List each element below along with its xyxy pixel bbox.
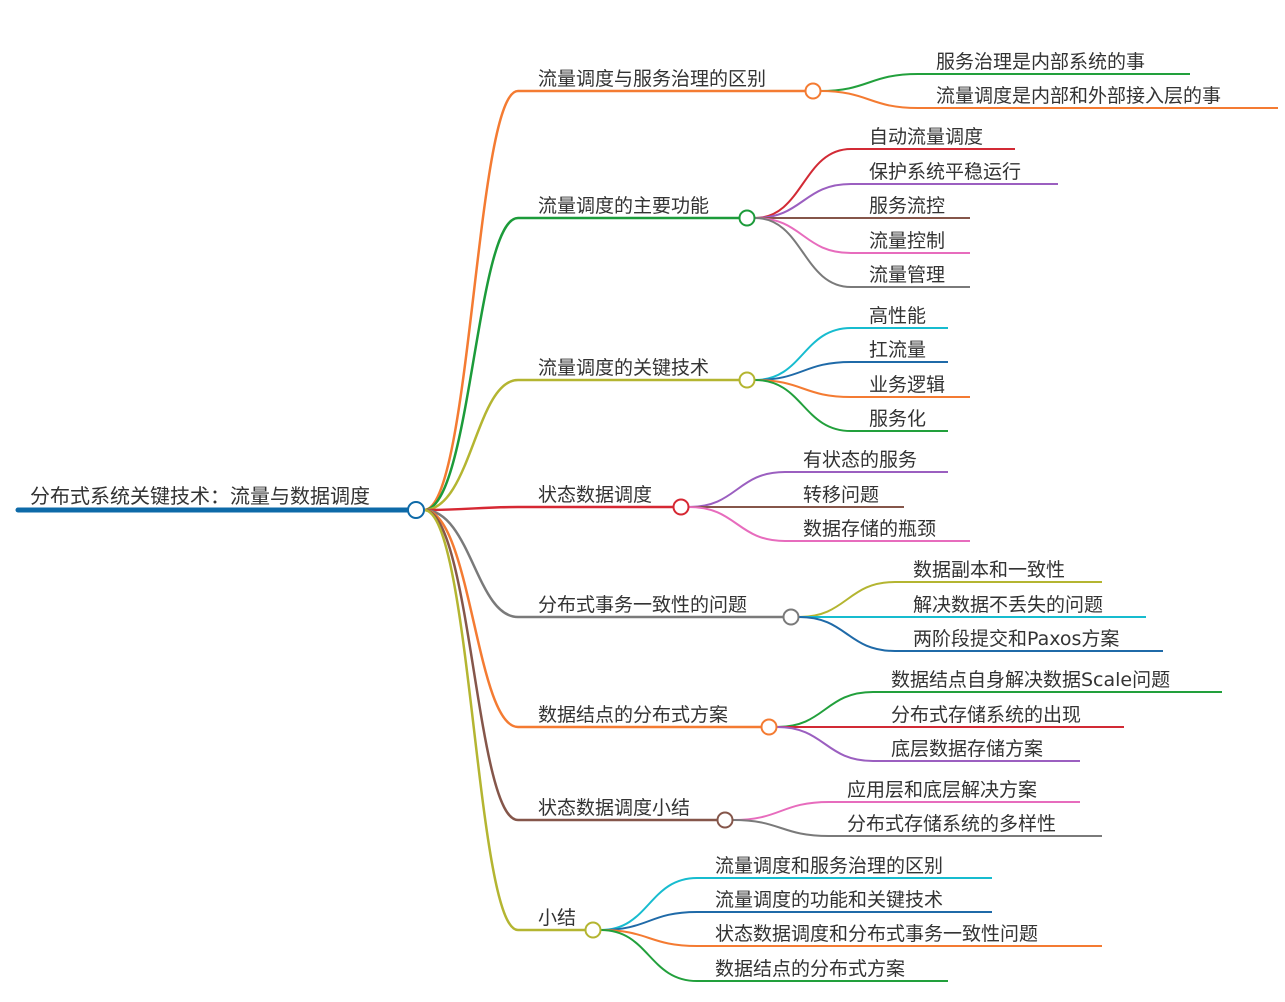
- leaf-connector: [600, 929, 1102, 947]
- leaf-topic-label[interactable]: 应用层和底层解决方案: [847, 779, 1037, 801]
- leaf-topic-label[interactable]: 数据结点自身解决数据Scale问题: [891, 669, 1170, 691]
- leaf-connector: [732, 819, 1102, 837]
- connector-layer: [15, 73, 1278, 982]
- branch-collapse-toggle[interactable]: [760, 718, 778, 736]
- branch-collapse-toggle[interactable]: [716, 811, 734, 829]
- leaf-connector: [754, 361, 948, 381]
- leaf-topic-label[interactable]: 高性能: [869, 305, 926, 327]
- leaf-topic-label[interactable]: 流量管理: [869, 264, 945, 286]
- leaf-topic-label[interactable]: 底层数据存储方案: [891, 738, 1043, 760]
- leaf-topic-label[interactable]: 转移问题: [803, 484, 879, 506]
- branch-topic-label[interactable]: 流量调度与服务治理的区别: [538, 68, 766, 90]
- leaf-connector: [754, 379, 970, 398]
- leaf-topic-label[interactable]: 流量控制: [869, 230, 945, 252]
- leaf-topic-label[interactable]: 两阶段提交和Paxos方案: [913, 628, 1119, 650]
- leaf-topic-label[interactable]: 数据结点的分布式方案: [715, 958, 905, 980]
- branch-topic-label[interactable]: 流量调度的主要功能: [538, 195, 709, 217]
- leaf-connector: [798, 616, 1163, 652]
- branch-topic-label[interactable]: 数据结点的分布式方案: [538, 704, 728, 726]
- leaf-topic-label[interactable]: 保护系统平稳运行: [869, 161, 1021, 183]
- leaf-connector: [754, 217, 970, 254]
- leaf-topic-label[interactable]: 扛流量: [869, 339, 926, 361]
- branch-collapse-toggle[interactable]: [584, 921, 602, 939]
- branch-connector: [423, 378, 739, 512]
- leaf-connector: [754, 327, 948, 381]
- leaf-connector: [600, 929, 948, 982]
- leaf-connector: [798, 581, 1102, 618]
- branch-connector: [423, 508, 717, 822]
- leaf-connector: [732, 801, 1080, 821]
- leaf-topic-label[interactable]: 服务治理是内部系统的事: [936, 51, 1145, 73]
- branch-connector: [423, 216, 739, 512]
- leaf-connector: [819, 73, 1190, 92]
- leaf-connector: [776, 726, 1080, 762]
- branch-connector: [423, 508, 761, 729]
- branch-connector: [423, 508, 783, 619]
- branch-topic-label[interactable]: 状态数据调度小结: [538, 797, 690, 819]
- leaf-connector: [754, 217, 970, 288]
- leaf-connector: [754, 148, 1015, 219]
- leaf-topic-label[interactable]: 有状态的服务: [803, 449, 917, 471]
- leaf-topic-label[interactable]: 流量调度是内部和外部接入层的事: [936, 85, 1221, 107]
- branch-collapse-toggle[interactable]: [672, 498, 690, 516]
- branch-connector: [423, 89, 805, 512]
- branch-topic-label[interactable]: 小结: [538, 907, 576, 929]
- leaf-topic-label[interactable]: 服务化: [869, 408, 926, 430]
- leaf-topic-label[interactable]: 流量调度和服务治理的区别: [715, 855, 943, 877]
- leaf-topic-label[interactable]: 自动流量调度: [869, 126, 983, 148]
- branch-topic-label[interactable]: 流量调度的关键技术: [538, 357, 709, 379]
- leaf-topic-label[interactable]: 分布式存储系统的多样性: [847, 813, 1056, 835]
- leaf-connector: [688, 506, 970, 542]
- leaf-topic-label[interactable]: 业务逻辑: [869, 374, 945, 396]
- leaf-connector: [819, 90, 1278, 109]
- branch-collapse-toggle[interactable]: [782, 608, 800, 626]
- node-layer: 分布式系统关键技术：流量与数据调度 流量调度与服务治理的区别 服务治理是内部系统的事…: [30, 51, 1221, 980]
- branch-collapse-toggle[interactable]: [804, 82, 822, 100]
- leaf-connector: [600, 877, 992, 931]
- branch-collapse-toggle[interactable]: [738, 209, 756, 227]
- leaf-connector: [754, 379, 948, 432]
- leaf-topic-label[interactable]: 状态数据调度和分布式事务一致性问题: [715, 923, 1038, 945]
- leaf-connector: [776, 691, 1222, 728]
- leaf-topic-label[interactable]: 数据副本和一致性: [913, 559, 1065, 581]
- branch-topic-label[interactable]: 状态数据调度: [538, 484, 652, 506]
- branch-connector: [423, 505, 673, 512]
- root-topic-label[interactable]: 分布式系统关键技术：流量与数据调度: [30, 484, 370, 508]
- leaf-topic-label[interactable]: 数据存储的瓶颈: [803, 518, 936, 540]
- leaf-topic-label[interactable]: 流量调度的功能和关键技术: [715, 889, 943, 911]
- leaf-connector: [754, 183, 1058, 219]
- branch-collapse-toggle[interactable]: [738, 371, 756, 389]
- branch-connector: [423, 508, 585, 932]
- root-collapse-toggle[interactable]: [407, 501, 425, 519]
- leaf-topic-label[interactable]: 解决数据不丢失的问题: [913, 594, 1103, 616]
- leaf-topic-label[interactable]: 分布式存储系统的出现: [891, 704, 1081, 726]
- leaf-connector: [600, 911, 992, 931]
- leaf-topic-label[interactable]: 服务流控: [869, 195, 945, 217]
- branch-topic-label[interactable]: 分布式事务一致性的问题: [538, 594, 747, 616]
- leaf-connector: [688, 471, 948, 508]
